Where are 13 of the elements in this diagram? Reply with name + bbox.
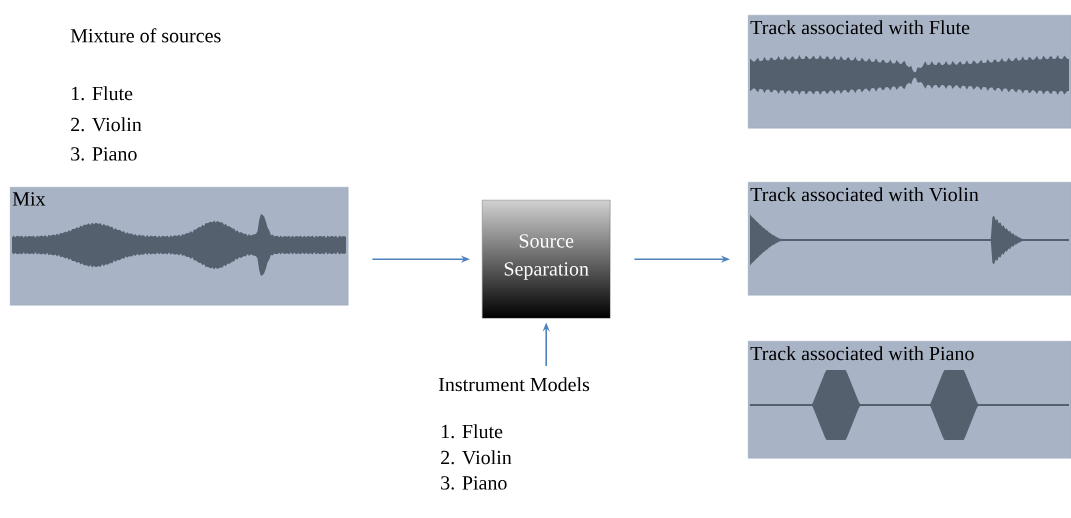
text-label: 3. Piano [441, 476, 507, 490]
text-label: 1. Flute [71, 86, 133, 101]
waveform-panel: Mix [10, 187, 349, 306]
text-label: Instrument Models [438, 377, 590, 392]
track-panel: Track associated with Flute [748, 15, 1071, 129]
text-label: 1. Flute [441, 424, 503, 439]
track-panel: Track associated with Violin [748, 182, 1071, 296]
process-box: Source Separation [482, 200, 611, 319]
text-label: 2. Violin [71, 117, 142, 132]
text-label: Mixture of sources [70, 28, 221, 43]
track-panel: Track associated with Piano [748, 341, 1071, 459]
text-label: 3. Piano [71, 147, 137, 161]
text-label: 2. Violin [441, 450, 512, 465]
